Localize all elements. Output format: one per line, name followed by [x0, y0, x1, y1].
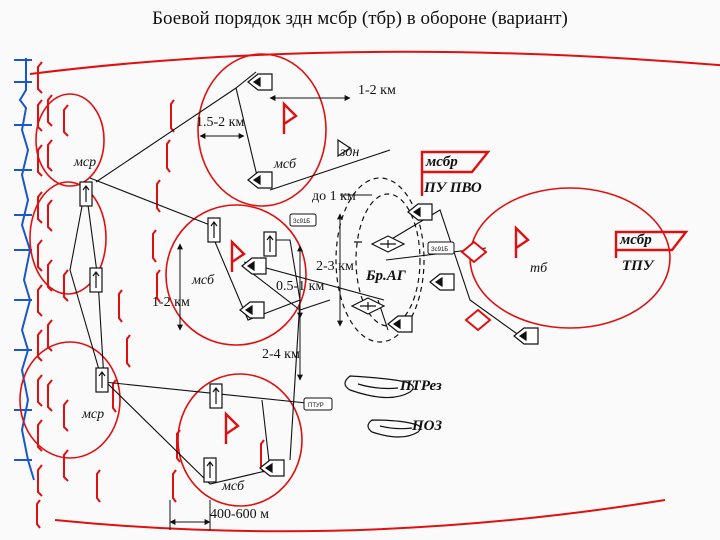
diagram-title: Боевой порядок здн мсбр (тбр) в обороне … — [152, 8, 568, 29]
label-msr-bottom: мср — [81, 407, 104, 422]
unit-symbol — [79, 181, 93, 207]
zsu-label-b: Зс91Б — [431, 247, 448, 253]
label-br-ag: Бр.АГ — [365, 268, 407, 284]
command-posts — [239, 73, 539, 477]
zsu-label-a: Зс91Б — [293, 219, 310, 225]
label-msb-bottom: мсб — [221, 479, 245, 494]
flag-icon — [230, 239, 246, 272]
label-zdn: здн — [339, 145, 359, 160]
flag-icon — [224, 411, 240, 444]
label-ptrez: ПТРез — [399, 378, 442, 394]
label-1-2km-left: 1-2 км — [152, 295, 190, 310]
label-msbr-tpu: мсбр — [619, 232, 652, 248]
flag-icon — [514, 225, 530, 258]
forward-trenches — [37, 61, 69, 497]
flags — [224, 101, 689, 444]
ptur-label: ПТУР — [308, 403, 324, 409]
label-tb: тб — [530, 261, 548, 276]
cp-symbol — [247, 73, 273, 91]
tank-diamonds — [460, 240, 492, 332]
label-do-1km: до 1 км — [312, 189, 356, 204]
unit-rectangles — [79, 181, 277, 483]
command-links — [69, 71, 521, 485]
label-0-5-1km: 0.5-1 км — [276, 279, 324, 294]
cp-symbol — [259, 459, 285, 477]
cp-symbol — [407, 203, 433, 221]
label-2-4km: 2-4 км — [262, 347, 300, 362]
cp-symbol — [429, 273, 455, 291]
hatched-lines — [29, 50, 720, 533]
artillery-area — [335, 177, 425, 343]
cp-symbol — [239, 301, 265, 319]
flag-icon — [282, 101, 298, 134]
diamond-symbol — [350, 297, 386, 315]
label-msb-top: мсб — [273, 157, 297, 172]
zsu-tag-a — [289, 213, 317, 227]
unit-symbol — [203, 457, 217, 483]
vehicle-tags — [289, 213, 455, 411]
label-tpu: ТПУ — [622, 258, 655, 274]
cp-symbol — [387, 315, 413, 333]
reserve-symbols — [344, 375, 421, 438]
artillery-diamonds — [350, 235, 406, 315]
front-line — [14, 58, 35, 481]
unit-symbol — [95, 367, 109, 393]
label-msbr-pu: мсбр — [425, 154, 458, 170]
label-400-600m: 400-600 м — [210, 507, 269, 522]
flag-icon — [420, 150, 491, 196]
unit-symbol — [207, 217, 221, 243]
measurements — [169, 95, 372, 530]
cp-symbol — [513, 327, 539, 345]
label-2-3km: 2-3 км — [316, 259, 354, 274]
cp-symbol — [247, 171, 273, 189]
label-msr-top: мср — [73, 155, 96, 170]
label-1-2km-top: 1-2 км — [358, 83, 396, 98]
diamond-symbol — [370, 235, 406, 253]
unit-symbol — [263, 231, 277, 257]
unit-symbol — [89, 267, 103, 293]
unit-symbol — [209, 383, 223, 409]
flag-icon — [614, 230, 689, 258]
ptur-tag — [303, 397, 333, 411]
cp-symbol — [241, 257, 267, 275]
label-pu-pvo: ПУ ПВО — [423, 180, 482, 196]
zsu-tag-b — [427, 241, 455, 255]
label-msb-mid: мсб — [191, 273, 215, 288]
label-poz: ПОЗ — [411, 418, 443, 434]
label-1-5-2km: 1.5-2 км — [196, 115, 244, 130]
position-areas — [19, 53, 671, 507]
cp-symbol — [337, 138, 352, 158]
